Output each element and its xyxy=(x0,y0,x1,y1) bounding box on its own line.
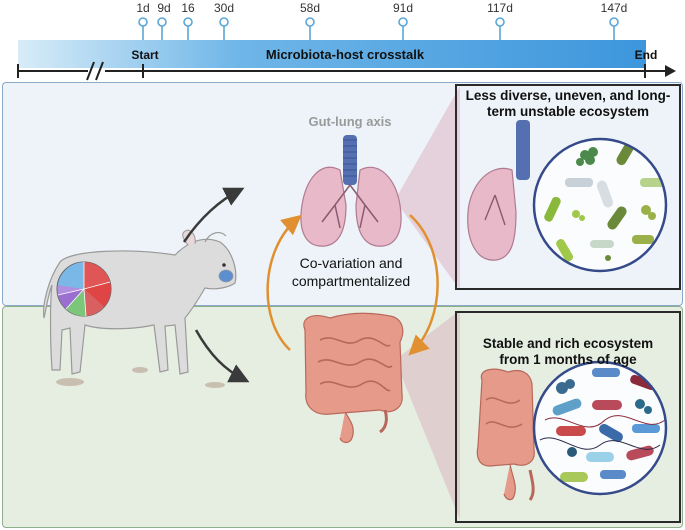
day-label-4: 30d xyxy=(214,1,234,15)
lungs-illustration xyxy=(300,135,402,247)
day-label-8: 147d xyxy=(601,1,628,15)
intestine-illustration xyxy=(303,312,404,444)
timeline-title: Microbiota-host crosstalk xyxy=(266,47,425,62)
gut-zoom-projection xyxy=(395,310,460,520)
day-label-6: 91d xyxy=(393,1,413,15)
day-label-7: 117d xyxy=(487,1,513,15)
calf-to-lung-arrow xyxy=(182,187,245,243)
day-label-2: 9d xyxy=(157,1,170,15)
axis-break xyxy=(86,61,95,81)
gut-microbiota-circle xyxy=(532,360,668,496)
covariation-line-1: Co-variation and xyxy=(300,255,403,271)
lung-callout-line-1: Less diverse, uneven, and long- xyxy=(465,88,671,103)
day-label-1: 1d xyxy=(136,1,149,15)
gut-to-lung-cycle-arrow xyxy=(408,214,439,356)
covariation-line-2: compartmentalized xyxy=(292,273,410,289)
day-label-3: 16 xyxy=(181,1,195,15)
lung-zoom-projection xyxy=(395,86,460,290)
gut-lung-axis-label: Gut-lung axis xyxy=(308,114,391,129)
timeline-bar xyxy=(18,40,646,68)
lung-callout-line-2: term unstable ecosystem xyxy=(486,104,650,119)
calf-to-gut-arrow xyxy=(194,329,250,383)
gut-callout-box xyxy=(455,311,681,523)
end-label: End xyxy=(635,48,658,62)
gut-callout-title: Stable and rich ecosystem from 1 months … xyxy=(458,336,678,368)
gut-zoom-illustration xyxy=(476,368,535,501)
lung-callout-box xyxy=(455,84,681,290)
lung-to-gut-cycle-arrow xyxy=(266,214,302,351)
timeline: 1d 9d 16 30d 58d 91d 117d 147d Start Mic… xyxy=(17,1,676,81)
start-label: Start xyxy=(131,48,158,62)
day-label-5: 58d xyxy=(300,1,320,15)
lung-microbiota-circle xyxy=(532,137,668,273)
gut-callout-line-1: Stable and rich ecosystem xyxy=(482,336,654,351)
gut-callout-line-2: from 1 months of age xyxy=(499,352,637,367)
microbiota-pie-chart xyxy=(56,261,112,317)
lung-zoom-illustration xyxy=(467,120,530,261)
lung-callout-title: Less diverse, uneven, and long- term uns… xyxy=(458,88,678,120)
